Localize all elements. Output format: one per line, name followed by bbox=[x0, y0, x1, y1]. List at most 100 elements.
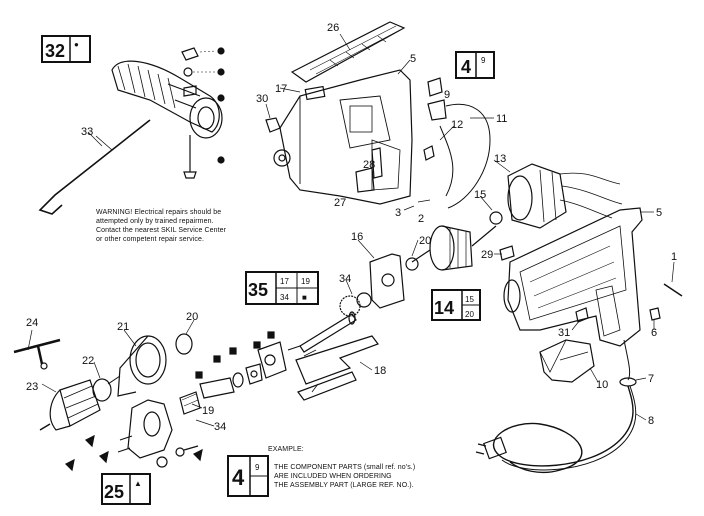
bearing-20-left-drawing bbox=[175, 333, 193, 355]
label-30: 30 bbox=[256, 93, 268, 105]
bracket-drawing bbox=[295, 335, 379, 401]
warning-note: WARNING! Electrical repairs should be at… bbox=[96, 208, 266, 244]
part-17-drawing bbox=[304, 85, 326, 101]
label-2: 2 bbox=[418, 213, 424, 225]
label-29: 29 bbox=[481, 249, 493, 261]
stator-drawing bbox=[507, 163, 623, 229]
example-explanation: THE COMPONENT PARTS (small ref. no's.) A… bbox=[274, 463, 474, 490]
bearing-20-drawing bbox=[405, 257, 419, 271]
handle-hardware bbox=[181, 47, 225, 179]
part-28-drawing bbox=[371, 147, 383, 179]
label-26: 26 bbox=[327, 22, 339, 34]
chuck-key-drawing bbox=[13, 338, 61, 370]
example-box-component: 9 bbox=[255, 463, 260, 472]
box-35-small-tr: 19 bbox=[301, 277, 310, 286]
label-10: 10 bbox=[596, 379, 608, 391]
box-35-number: 35 bbox=[248, 280, 268, 300]
box-35-small-br: ■ bbox=[302, 293, 307, 302]
label-28: 28 bbox=[363, 159, 375, 171]
label-16: 16 bbox=[351, 231, 363, 243]
box-25-marker: ▲ bbox=[134, 479, 142, 488]
warning-line-3: Contact the nearest SKIL Service Center bbox=[96, 227, 227, 234]
example-line-1: THE COMPONENT PARTS (small ref. no's.) bbox=[274, 464, 416, 471]
assembly-box-32: 32 ● bbox=[41, 35, 91, 63]
label-8: 8 bbox=[648, 415, 654, 427]
label-31: 31 bbox=[558, 327, 570, 339]
warning-line-2: attempted only by trained repairmen. bbox=[96, 218, 214, 225]
gear-housing-drawing bbox=[117, 399, 199, 468]
part-30-drawing bbox=[265, 117, 281, 133]
example-line-3: THE ASSEMBLY PART (LARGE REF. NO.). bbox=[274, 482, 414, 489]
gear-34-drawing bbox=[339, 295, 361, 317]
upper-housing-drawing bbox=[273, 69, 413, 205]
box-32-number: 32 bbox=[45, 41, 65, 61]
assembly-box-14: 14 15 20 bbox=[431, 289, 481, 321]
spindle-gear-drawing bbox=[107, 335, 167, 397]
box-4-number: 4 bbox=[461, 57, 471, 77]
triangle-markers bbox=[64, 434, 203, 472]
gear-cover-drawing bbox=[369, 253, 405, 309]
label-3: 3 bbox=[395, 207, 401, 219]
armature-drawing bbox=[411, 211, 503, 271]
label-13: 13 bbox=[494, 153, 506, 165]
label-24: 24 bbox=[26, 317, 38, 329]
part-6-drawing bbox=[649, 307, 661, 321]
pinion-drawing bbox=[179, 391, 201, 415]
label-7: 7 bbox=[648, 373, 654, 385]
box-25-number: 25 bbox=[104, 482, 124, 502]
example-line-2: ARE INCLUDED WHEN ORDERING bbox=[274, 473, 392, 480]
part-number-labels: 33 26 5 17 30 9 11 12 13 15 5 28 27 3 2 … bbox=[26, 22, 677, 433]
part-27-drawing bbox=[355, 167, 375, 193]
brush-29-drawing bbox=[499, 245, 515, 261]
label-9: 9 bbox=[444, 89, 450, 101]
trigger-drawing bbox=[539, 339, 595, 383]
switch-wire-drawing bbox=[423, 77, 491, 209]
label-6: 6 bbox=[651, 327, 657, 339]
assembly-box-35: 35 17 19 34 ■ bbox=[245, 271, 319, 305]
label-20-mid: 20 bbox=[419, 235, 431, 247]
box-32-marker: ● bbox=[74, 40, 79, 49]
label-27: 27 bbox=[334, 197, 346, 209]
label-11: 11 bbox=[496, 113, 507, 125]
switch-cover-drawing bbox=[290, 21, 406, 83]
screw-1-drawing bbox=[663, 283, 683, 297]
bearing-34-drawing bbox=[356, 292, 372, 308]
example-box-number: 4 bbox=[232, 465, 245, 490]
label-15: 15 bbox=[474, 189, 486, 201]
label-5-top: 5 bbox=[410, 53, 416, 65]
leader-lines bbox=[27, 33, 675, 427]
label-5-right: 5 bbox=[656, 207, 662, 219]
example-box: 4 9 bbox=[227, 455, 269, 497]
label-18: 18 bbox=[374, 365, 386, 377]
rod-drawing bbox=[38, 119, 151, 215]
label-1: 1 bbox=[671, 251, 677, 263]
label-33: 33 bbox=[81, 126, 93, 138]
assembly-box-25: 25 ▲ bbox=[101, 473, 151, 505]
warning-line-1: WARNING! Electrical repairs should be bbox=[96, 209, 222, 216]
box-35-small-bl: 34 bbox=[280, 293, 289, 302]
label-12: 12 bbox=[451, 119, 463, 131]
cord-drawing bbox=[475, 377, 637, 474]
box-4-component: 9 bbox=[481, 56, 486, 65]
box-14-small-bottom: 20 bbox=[465, 310, 474, 319]
label-23: 23 bbox=[26, 381, 38, 393]
box-35-small-tl: 17 bbox=[280, 277, 289, 286]
label-19: 19 bbox=[202, 405, 214, 417]
label-21: 21 bbox=[117, 321, 129, 333]
spindle-drawing bbox=[287, 311, 357, 353]
side-handle-drawing bbox=[111, 60, 223, 139]
warning-line-4: or other competent repair service. bbox=[96, 236, 205, 243]
brush-31-drawing bbox=[575, 307, 589, 323]
assembly-box-4: 4 9 bbox=[455, 51, 495, 79]
label-17: 17 bbox=[275, 83, 287, 95]
clutch-drawing bbox=[195, 331, 287, 399]
label-20-left: 20 bbox=[186, 311, 198, 323]
label-34-low: 34 bbox=[214, 421, 226, 433]
box-14-number: 14 bbox=[434, 298, 454, 318]
box-14-small-top: 15 bbox=[465, 295, 474, 304]
chuck-drawing bbox=[39, 379, 101, 431]
main-housing-drawing bbox=[503, 207, 643, 381]
label-34-mid: 34 bbox=[339, 273, 351, 285]
label-22: 22 bbox=[82, 355, 94, 367]
